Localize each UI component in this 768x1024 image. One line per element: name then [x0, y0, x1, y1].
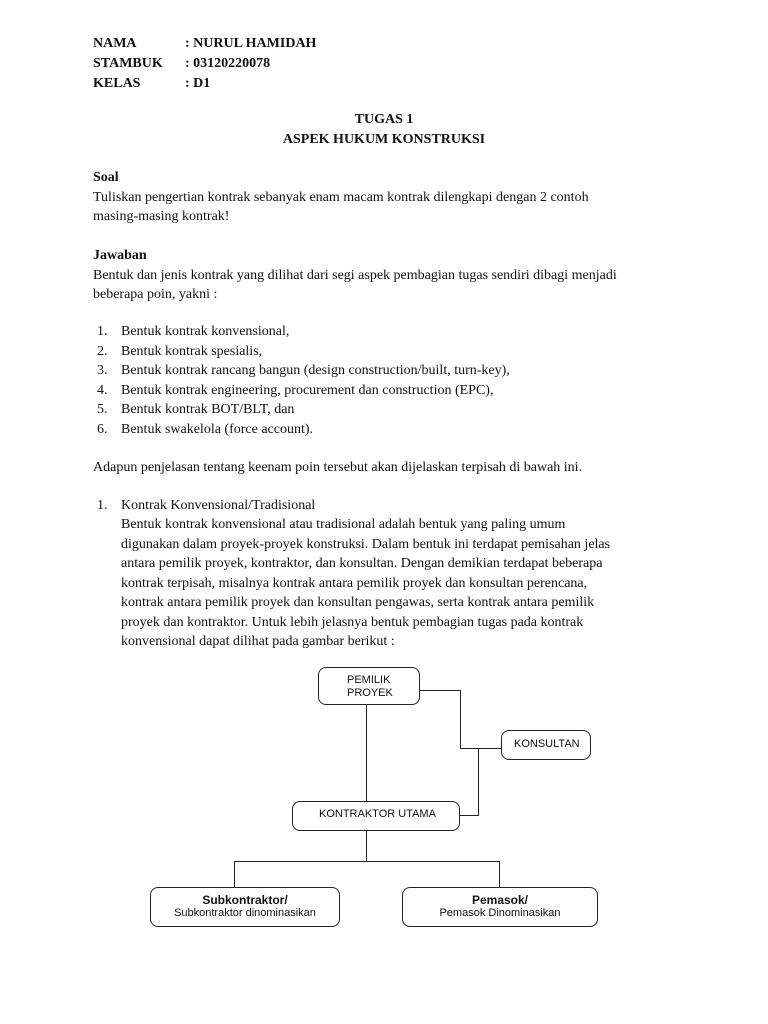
jawaban-line-1: Bentuk dan jenis kontrak yang dilihat da…: [93, 267, 617, 283]
consultant-box: KONSULTAN: [501, 730, 591, 760]
list-number: 1.: [97, 324, 108, 339]
kelas-value: : D1: [185, 76, 211, 91]
intro-paragraph: Adapun penjelasan tentang keenam poin te…: [93, 460, 583, 475]
list-text: Bentuk kontrak engineering, procurement …: [121, 382, 494, 398]
section-1-line: Bentuk kontrak konvensional atau tradisi…: [121, 517, 566, 532]
section-1-number: 1.: [97, 498, 108, 513]
owner-to-contractor-line: [366, 704, 367, 801]
section-1-line: kontrak terpisah, misalnya kontrak antar…: [121, 575, 588, 591]
owner-label-line-1: PEMILIK: [347, 674, 391, 686]
branch-horizontal-line: [234, 861, 500, 862]
owner-box: PEMILIK PROYEK: [318, 667, 420, 705]
soal-heading: Soal: [93, 170, 119, 185]
kelas-label: KELAS: [93, 76, 141, 91]
section-1-line: konvensional dapat dilihat pada gambar b…: [121, 634, 395, 649]
soal-line-2: masing-masing kontrak!: [93, 209, 230, 224]
title-line-2: ASPEK HUKUM KONSTRUKSI: [282, 132, 486, 147]
owner-to-consultant-v: [460, 690, 461, 748]
list-number: 6.: [97, 421, 108, 437]
stambuk-value: : 03120220078: [185, 56, 271, 71]
branch-right-line: [499, 861, 500, 887]
title-line-1: TUGAS 1: [354, 112, 414, 127]
consultant-label: KONSULTAN: [514, 738, 580, 750]
jawaban-section: Jawaban Bentuk dan jenis kontrak yang di…: [93, 246, 693, 305]
name-label: NAMA: [93, 36, 137, 51]
list-item: 4. Bentuk kontrak engineering, procureme…: [93, 381, 693, 401]
stambuk-label: STAMBUK: [93, 56, 163, 71]
subcontractor-title: Subkontraktor/: [202, 893, 288, 907]
list-number: 5.: [97, 402, 108, 417]
list-item: 3. Bentuk kontrak rancang bangun (design…: [93, 361, 693, 381]
owner-to-consultant-h1: [420, 690, 460, 691]
main-contractor-label: KONTRAKTOR UTAMA: [319, 808, 436, 820]
list-text: Bentuk kontrak rancang bangun (design co…: [121, 363, 510, 378]
contract-structure-diagram: PEMILIK PROYEK KONSULTAN KONTRAKTOR UTAM…: [0, 660, 768, 940]
list-number: 3.: [97, 363, 108, 378]
section-1-title: Kontrak Konvensional/Tradisional: [121, 498, 316, 513]
owner-label-line-2: PROYEK: [347, 687, 393, 699]
jawaban-line-2: beberapa poin, yakni :: [93, 287, 218, 302]
name-value: : NURUL HAMIDAH: [185, 36, 317, 51]
contractor-down-line: [366, 831, 367, 861]
list-item: 5. Bentuk kontrak BOT/BLT, dan: [93, 400, 693, 420]
list-text: Bentuk kontrak konvensional,: [121, 324, 290, 339]
list-text: Bentuk kontrak BOT/BLT, dan: [121, 402, 295, 417]
list-text: Bentuk kontrak spesialis,: [121, 343, 263, 359]
list-item: 1. Bentuk kontrak konvensional,: [93, 322, 693, 342]
name-row: NAMA : NURUL HAMIDAH: [93, 34, 316, 54]
list-text: Bentuk swakelola (force account).: [121, 421, 314, 437]
stambuk-row: STAMBUK : 03120220078: [93, 54, 316, 74]
main-contractor-box: KONTRAKTOR UTAMA: [292, 801, 460, 831]
document-title: TUGAS 1 ASPEK HUKUM KONSTRUKSI: [0, 110, 768, 150]
consultant-to-contractor-h: [460, 815, 479, 816]
soal-section: Soal Tuliskan pengertian kontrak sebanya…: [93, 168, 673, 227]
owner-to-consultant-h2: [460, 748, 502, 749]
supplier-box: Pemasok/ Pemasok Dinominasikan: [402, 887, 598, 927]
consultant-to-contractor-v: [478, 748, 479, 816]
section-1-line: digunakan dalam proyek-proyek konstruksi…: [121, 536, 611, 552]
jawaban-heading: Jawaban: [93, 248, 147, 263]
supplier-desc: Pemasok Dinominasikan: [439, 907, 561, 919]
soal-line-1: Tuliskan pengertian kontrak sebanyak ena…: [93, 189, 589, 205]
section-1-line: proyek dan kontraktor. Untuk lebih jelas…: [121, 614, 584, 630]
list-number: 2.: [97, 343, 108, 359]
list-item: 6. Bentuk swakelola (force account).: [93, 420, 693, 440]
list-number: 4.: [97, 382, 108, 398]
identity-header: NAMA : NURUL HAMIDAH STAMBUK : 031202200…: [93, 34, 316, 94]
kelas-row: KELAS : D1: [93, 74, 316, 94]
subcontractor-box: Subkontraktor/ Subkontraktor dinominasik…: [150, 887, 340, 927]
section-1-line: antara pemilik proyek, kontraktor, dan k…: [121, 556, 603, 571]
list-item: 2. Bentuk kontrak spesialis,: [93, 342, 693, 362]
branch-left-line: [234, 861, 235, 887]
section-1-body: Bentuk kontrak konvensional atau tradisi…: [121, 515, 651, 652]
section-1-line: kontrak antara pemilik proyek dan konsul…: [121, 595, 595, 610]
section-1-heading: 1. Kontrak Konvensional/Tradisional: [93, 496, 693, 516]
section-1-title-row: 1. Kontrak Konvensional/Tradisional: [93, 496, 693, 516]
supplier-title: Pemasok/: [471, 893, 529, 907]
subcontractor-desc: Subkontraktor dinominasikan: [174, 907, 316, 919]
contract-type-list: 1. Bentuk kontrak konvensional, 2. Bentu…: [93, 322, 693, 439]
